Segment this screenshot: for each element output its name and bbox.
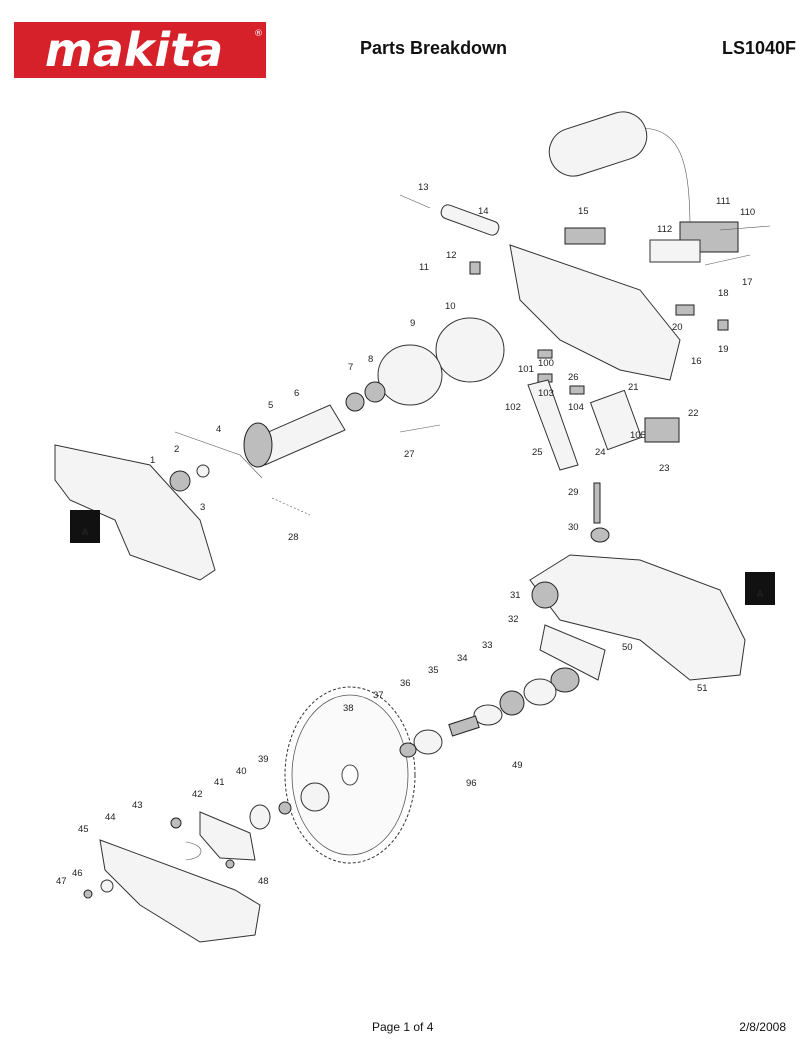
part-label: 23	[659, 463, 670, 474]
part-label: 25	[532, 447, 543, 458]
part-label: 45	[78, 824, 89, 835]
svg-text:A: A	[757, 589, 764, 600]
part-label: 48	[258, 876, 269, 887]
part-label: 105	[630, 430, 646, 441]
part-label: 16	[691, 356, 702, 367]
part-label: 26	[568, 372, 579, 383]
part-label: 15	[578, 206, 589, 217]
baffle-plate	[377, 344, 443, 406]
part-label: 39	[258, 754, 269, 765]
part-label: 21	[628, 382, 639, 393]
part-label: 40	[236, 766, 247, 777]
part-label: 103	[538, 388, 554, 399]
part-label: 102	[505, 402, 521, 413]
part-label: 30	[568, 522, 579, 533]
part-label: 34	[457, 653, 468, 664]
part-label: 100	[538, 358, 554, 369]
part-label: 24	[595, 447, 606, 458]
section-marker-right: A	[745, 572, 775, 605]
saw-blade	[284, 686, 416, 864]
part-label: 17	[742, 277, 753, 288]
part-label: 112	[657, 224, 672, 235]
fan	[243, 422, 273, 468]
part-label: 20	[672, 322, 683, 333]
bearing-8	[364, 381, 386, 403]
svg-text:A: A	[82, 527, 89, 538]
model-number: LS1040F	[721, 38, 796, 58]
part-label: 4	[216, 424, 221, 435]
part-label: 7	[348, 362, 353, 373]
part-label: 51	[697, 683, 708, 694]
part-label: 46	[72, 868, 83, 879]
page-number: Page 1 of 4	[372, 1020, 434, 1034]
document-date: 2/8/2008	[739, 1020, 786, 1034]
part-label: 47	[56, 876, 67, 887]
part-label: 29	[568, 487, 579, 498]
part-label: 10	[445, 301, 456, 312]
makita-logo: makita ®	[14, 22, 266, 78]
part-label: 19	[718, 344, 729, 355]
part-label: 8	[368, 354, 373, 365]
brand-wordmark: makita	[45, 23, 223, 77]
part-label: 12	[446, 250, 457, 261]
part-label: 50	[622, 642, 633, 653]
label-plate	[564, 227, 606, 245]
section-marker-left: A	[70, 510, 100, 543]
bearing-7	[345, 392, 365, 412]
part-label: 33	[482, 640, 493, 651]
part-label: 11	[419, 262, 429, 273]
handle	[54, 444, 216, 581]
part-label: 27	[404, 449, 415, 460]
part-label: 49	[512, 760, 523, 771]
part-label: 1	[150, 455, 155, 466]
part-label: 37	[373, 690, 384, 701]
field-coil	[435, 317, 505, 383]
motor-housing	[509, 244, 681, 381]
part-label: 104	[568, 402, 584, 413]
part-label: 13	[418, 182, 429, 193]
part-label: 18	[718, 288, 729, 299]
part-label: 101	[518, 364, 534, 375]
part-label: 41	[214, 777, 225, 788]
lamp-assembly	[548, 111, 739, 263]
part-label: 6	[294, 388, 299, 399]
part-label: 14	[478, 206, 489, 217]
part-label: 111	[716, 196, 730, 207]
gear-housing	[529, 554, 746, 681]
part-label: 28	[288, 532, 299, 543]
part-label: 22	[688, 408, 699, 419]
part-label: 44	[105, 812, 116, 823]
part-label: 110	[740, 207, 755, 218]
part-label: 31	[510, 590, 521, 601]
part-label: 43	[132, 800, 143, 811]
part-label: 36	[400, 678, 411, 689]
part-label: 32	[508, 614, 519, 625]
registered-mark: ®	[254, 29, 263, 39]
part-label: 38	[343, 703, 354, 714]
part-label: 42	[192, 789, 203, 800]
part-label: 3	[200, 502, 205, 513]
part-label: 2	[174, 444, 179, 455]
page-title: Parts Breakdown	[360, 38, 508, 58]
part-label: 5	[268, 400, 273, 411]
part-label: 35	[428, 665, 439, 676]
part-label: 96	[466, 778, 477, 789]
safety-cover	[99, 839, 261, 943]
part-labels: 1 2 3 4 5 6 7 8 9 10 11 12 13 14 15 16 1…	[56, 182, 755, 887]
part-label: 9	[410, 318, 415, 329]
